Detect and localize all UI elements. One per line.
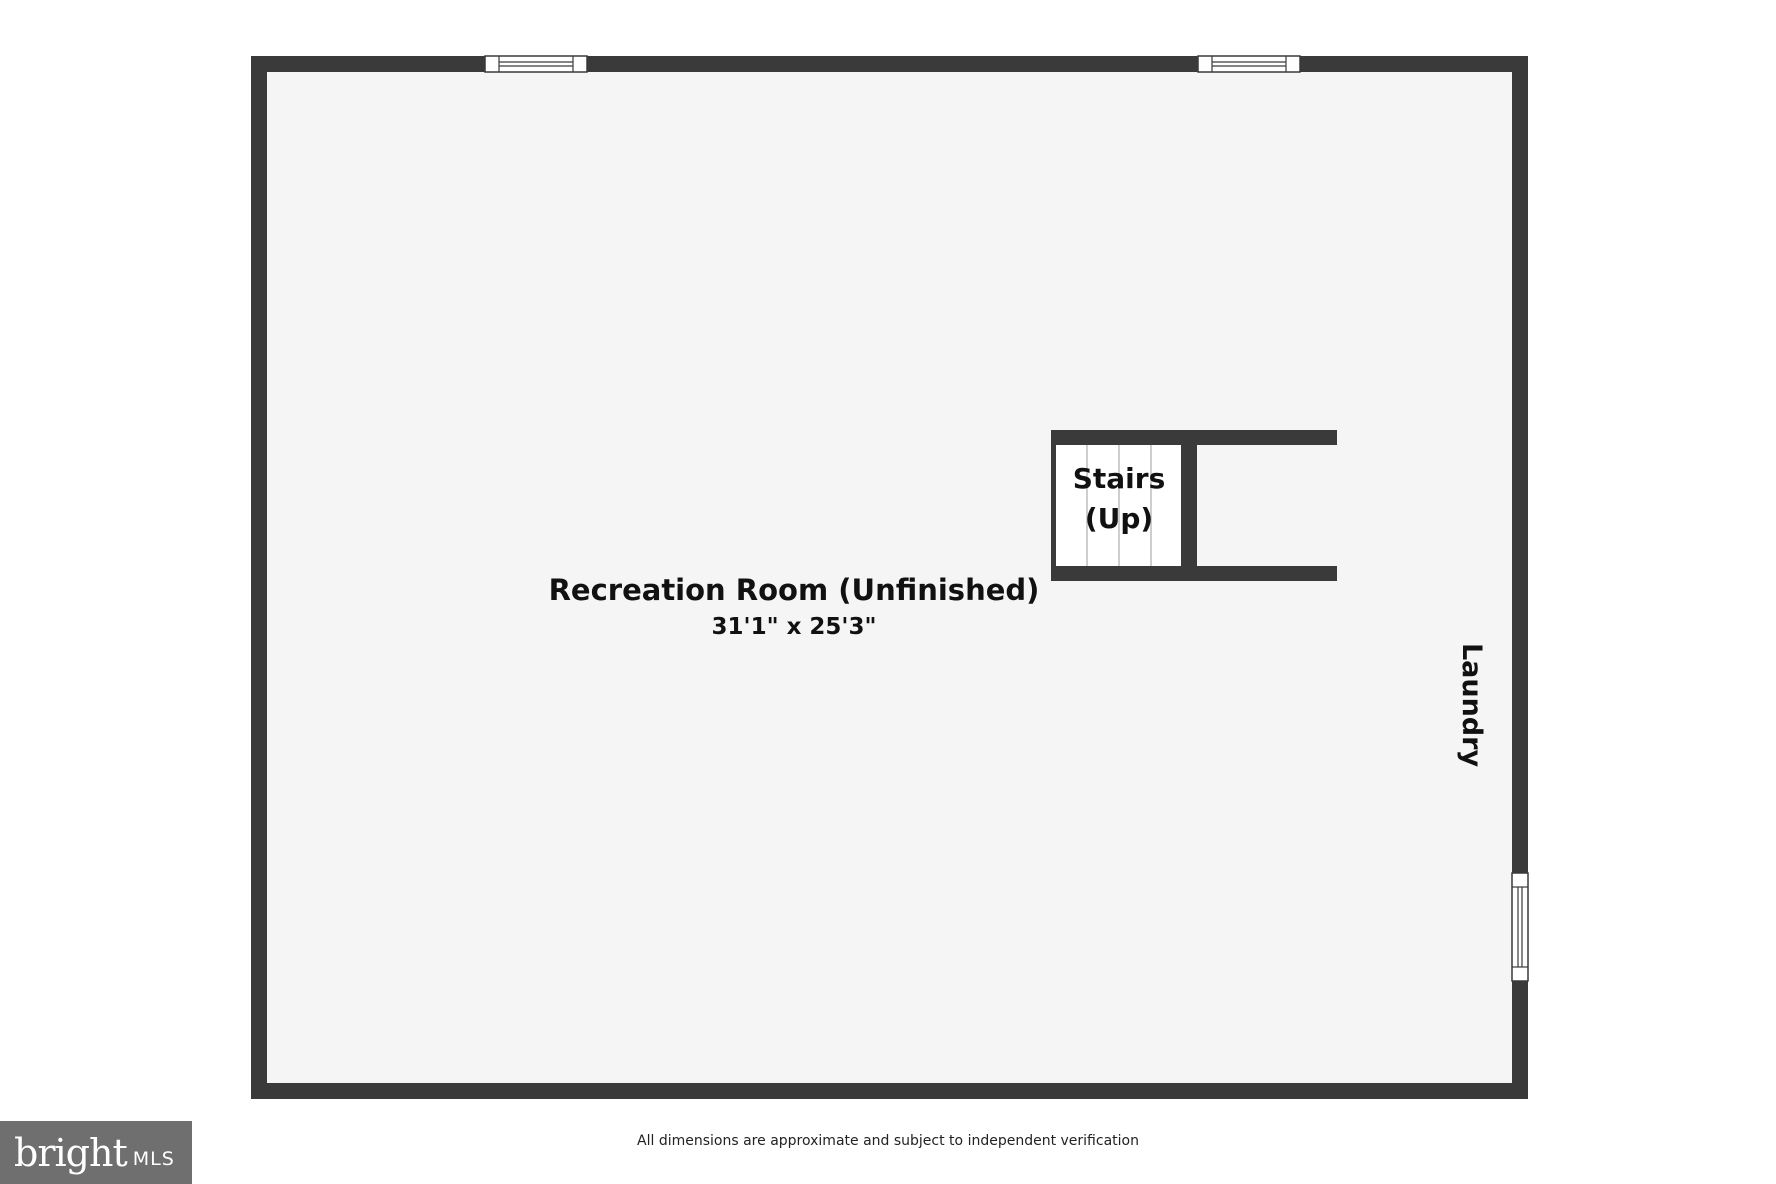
brand-logo-name: bright bbox=[14, 1130, 128, 1175]
window-top-left bbox=[484, 55, 588, 73]
stairs-wall-left bbox=[1051, 437, 1056, 573]
room-name: Recreation Room (Unfinished) bbox=[549, 573, 1040, 607]
room-dimensions: 31'1" x 25'3" bbox=[712, 614, 877, 640]
brand-logo-sub: MLS bbox=[132, 1147, 175, 1170]
window-top-right bbox=[1197, 55, 1301, 73]
stairs-wall-divider bbox=[1181, 437, 1197, 573]
stairs-block: Stairs (Up) bbox=[1051, 430, 1337, 581]
stairs-label-line2: (Up) bbox=[1085, 502, 1153, 535]
disclaimer-text: All dimensions are approximate and subje… bbox=[637, 1133, 1139, 1149]
stairs-label-line1: Stairs bbox=[1073, 462, 1166, 495]
window-right bbox=[1511, 872, 1529, 982]
stairs-wall-bottom bbox=[1051, 566, 1337, 581]
brand-logo: bright MLS bbox=[0, 1121, 192, 1184]
laundry-label: Laundry bbox=[1456, 643, 1487, 768]
